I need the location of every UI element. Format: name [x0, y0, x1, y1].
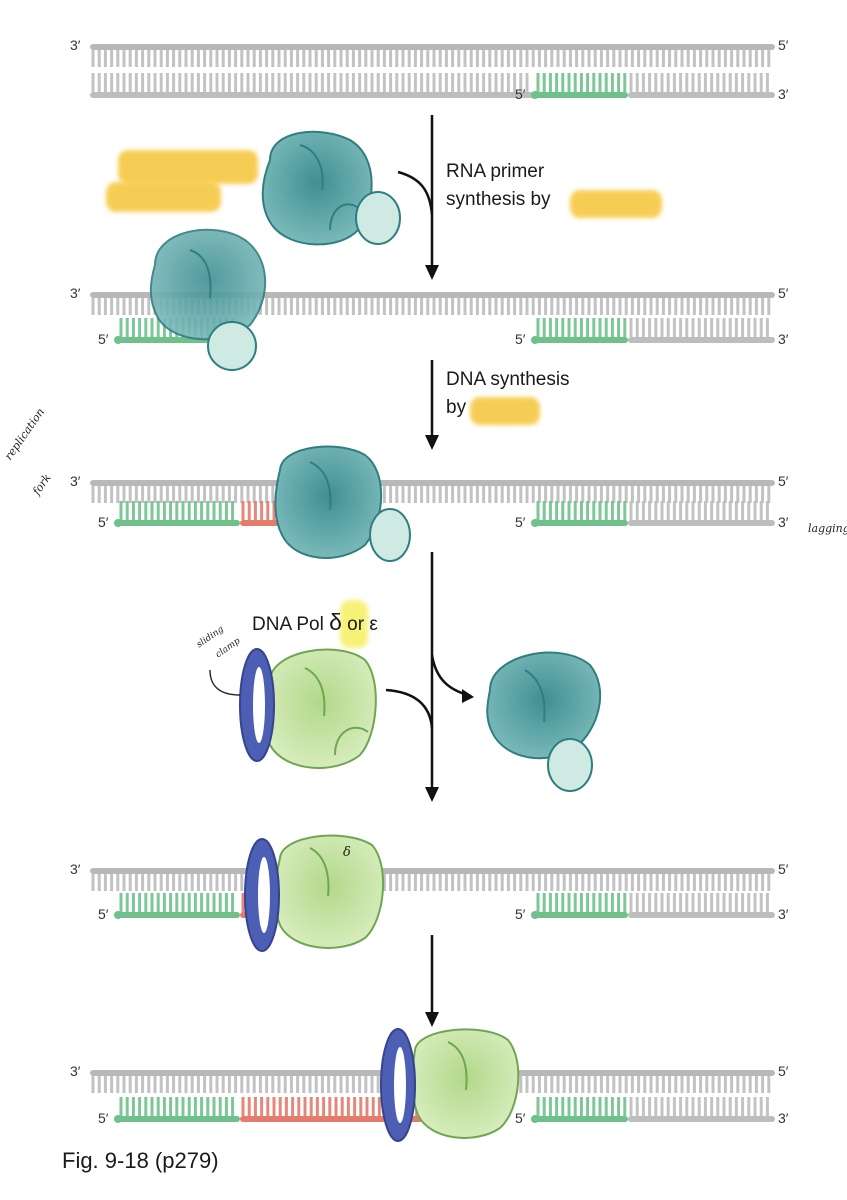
end-label-bottom-right: 3′	[778, 331, 789, 347]
note-lagging: lagging	[808, 522, 847, 535]
end-label-top-right: 5′	[778, 285, 789, 301]
highlight-mark-1	[118, 150, 258, 184]
end-label-bottom-right: 3′	[778, 86, 789, 102]
end-label-top-left: 3′	[70, 285, 81, 301]
end-label-bottom-left: 5′	[98, 331, 109, 347]
strand-segment-tmpl	[628, 1116, 775, 1122]
five-prime-dot	[114, 1115, 122, 1123]
highlight-mark-5	[340, 600, 368, 648]
primase-free-1	[261, 130, 401, 246]
strand-segment-rna	[118, 912, 240, 918]
strand-segment-rna	[535, 520, 628, 526]
strand-segment-tmpl	[628, 337, 775, 343]
note-delta: δ	[343, 845, 351, 860]
highlight-mark-4	[470, 397, 540, 425]
strand-segment-rna	[535, 92, 628, 98]
end-label-bottom-mid: 5′	[515, 514, 526, 530]
template-strand-top	[90, 480, 775, 486]
sliding-clamp-2	[380, 1028, 416, 1142]
strand-segment-rna	[118, 1116, 240, 1122]
end-label-bottom-right: 3′	[778, 906, 789, 922]
figure-caption: Fig. 9-18 (p279)	[62, 1148, 219, 1173]
end-label-bottom-mid: 5′	[515, 1110, 526, 1126]
enzyme-prefix: DNA Pol	[252, 614, 330, 635]
primase-strand-3	[274, 445, 411, 562]
arrow-heads	[425, 265, 474, 1027]
polymerase-free	[264, 648, 377, 769]
strand-segment-tmpl	[628, 912, 775, 918]
highlight-mark-3	[570, 190, 662, 218]
five-prime-dot	[531, 91, 539, 99]
step-label-1a: RNA primer	[446, 161, 545, 182]
enzyme-delta: δ	[329, 609, 342, 635]
end-label-top-left: 3′	[70, 37, 81, 53]
end-label-top-right: 5′	[778, 37, 789, 53]
primase-bound	[149, 228, 267, 371]
polymerase-bound-1	[274, 834, 385, 949]
end-label-top-right: 5′	[778, 861, 789, 877]
primase-released	[486, 651, 602, 792]
end-label-bottom-left: 5′	[98, 1110, 109, 1126]
end-label-bottom-mid: 5′	[515, 331, 526, 347]
strand-segment-rna	[535, 337, 628, 343]
highlight-mark-2	[106, 182, 221, 212]
end-label-bottom-right: 3′	[778, 1110, 789, 1126]
five-prime-dot	[114, 911, 122, 919]
end-label-bottom-mid: 5′	[515, 86, 526, 102]
template-strand-top	[90, 44, 775, 50]
end-label-bottom-mid: 5′	[515, 906, 526, 922]
end-label-bottom-left: 5′	[98, 906, 109, 922]
end-label-bottom-right: 3′	[778, 514, 789, 530]
five-prime-dot	[114, 519, 122, 527]
strand-segment-rna	[535, 1116, 628, 1122]
step-label-2a: DNA synthesis	[446, 369, 570, 390]
sliding-clamp-1	[244, 838, 280, 952]
step-arrows	[385, 115, 469, 1015]
polymerase-bound-2	[411, 1028, 520, 1139]
end-label-top-right: 5′	[778, 1063, 789, 1079]
end-label-top-right: 5′	[778, 473, 789, 489]
five-prime-dot	[531, 519, 539, 527]
enzyme-or: or ε	[341, 614, 378, 635]
strand-segment-tmpl	[628, 92, 775, 98]
clamp-pointer-arrow	[209, 669, 241, 696]
dna-duplex-5	[90, 1070, 775, 1128]
five-prime-dot	[531, 336, 539, 344]
strand-segment-rna	[118, 520, 240, 526]
five-prime-dot	[531, 1115, 539, 1123]
end-label-top-left: 3′	[70, 1063, 81, 1079]
five-prime-dot	[114, 336, 122, 344]
end-label-top-left: 3′	[70, 473, 81, 489]
step-label-2b: by	[446, 397, 467, 418]
dna-duplex-1	[90, 44, 775, 99]
step-label-1b: synthesis by	[446, 189, 551, 210]
strand-segment-tmpl	[90, 92, 535, 98]
end-label-top-left: 3′	[70, 861, 81, 877]
strand-segment-tmpl	[628, 520, 775, 526]
enzyme-label: DNA Pol δ or ε	[252, 610, 378, 637]
strand-segment-rna	[535, 912, 628, 918]
sliding-clamp-free	[239, 648, 275, 762]
five-prime-dot	[531, 911, 539, 919]
end-label-bottom-left: 5′	[98, 514, 109, 530]
